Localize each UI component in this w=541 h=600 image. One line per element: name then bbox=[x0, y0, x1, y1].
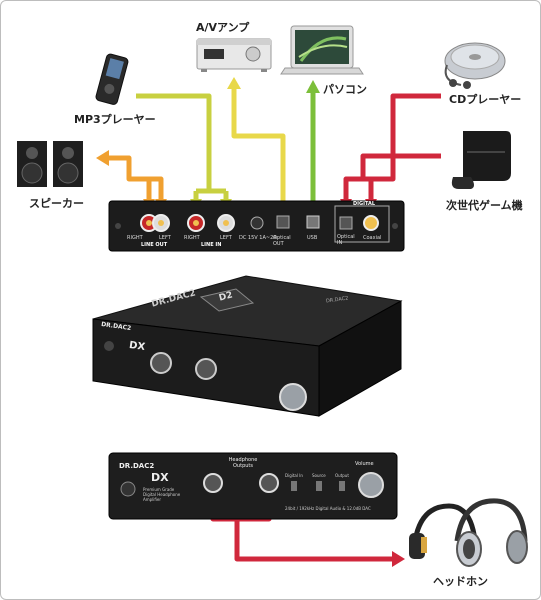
rear-label-optical-in: Optical IN bbox=[337, 234, 355, 246]
front-subtitle: Premium Grade Digital Headphone Amplifie… bbox=[143, 487, 181, 502]
cable-optical-out bbox=[227, 77, 286, 203]
front-brand: DR.DAC2 bbox=[119, 462, 155, 470]
label-cd: CDプレーヤー bbox=[449, 93, 522, 106]
rear-label-line-out: LINE OUT bbox=[141, 242, 168, 248]
front-volume: Volume bbox=[355, 461, 374, 467]
cable-usb bbox=[306, 80, 320, 203]
front-digital-in: Digital In bbox=[285, 473, 303, 478]
label-speaker: スピーカー bbox=[29, 197, 84, 210]
rear-label-dc: DC 15V 1A~2A bbox=[239, 235, 277, 241]
label-game: 次世代ゲーム機 bbox=[446, 199, 523, 212]
rear-label-left-in: LEFT bbox=[220, 235, 232, 241]
rear-label-digital: DIGITAL bbox=[353, 201, 376, 207]
rear-label-coaxial: Coaxial bbox=[363, 235, 382, 241]
rear-label-left-out: LEFT bbox=[159, 235, 171, 241]
rear-label-usb: USB bbox=[307, 235, 318, 241]
rear-label-right-out: RIGHT bbox=[127, 235, 143, 241]
front-headphone-outputs: Headphone Outputs bbox=[228, 457, 258, 469]
rear-label-optical-out: Optical OUT bbox=[273, 235, 291, 247]
front-output: Output bbox=[335, 473, 349, 478]
label-pc: パソコン bbox=[323, 83, 367, 96]
front-model: DX bbox=[151, 471, 169, 484]
front-source: Source bbox=[312, 473, 326, 478]
label-mp3: MP3プレーヤー bbox=[74, 113, 156, 126]
label-headphone: ヘッドホン bbox=[433, 575, 488, 588]
rear-label-line-in: LINE IN bbox=[201, 242, 222, 248]
rear-label-right-in: RIGHT bbox=[184, 235, 200, 241]
front-footer: 24bit / 192kHz Digital Audio & 12.0dB DA… bbox=[285, 506, 371, 511]
label-av-amp: A/Vアンプ bbox=[196, 21, 250, 34]
